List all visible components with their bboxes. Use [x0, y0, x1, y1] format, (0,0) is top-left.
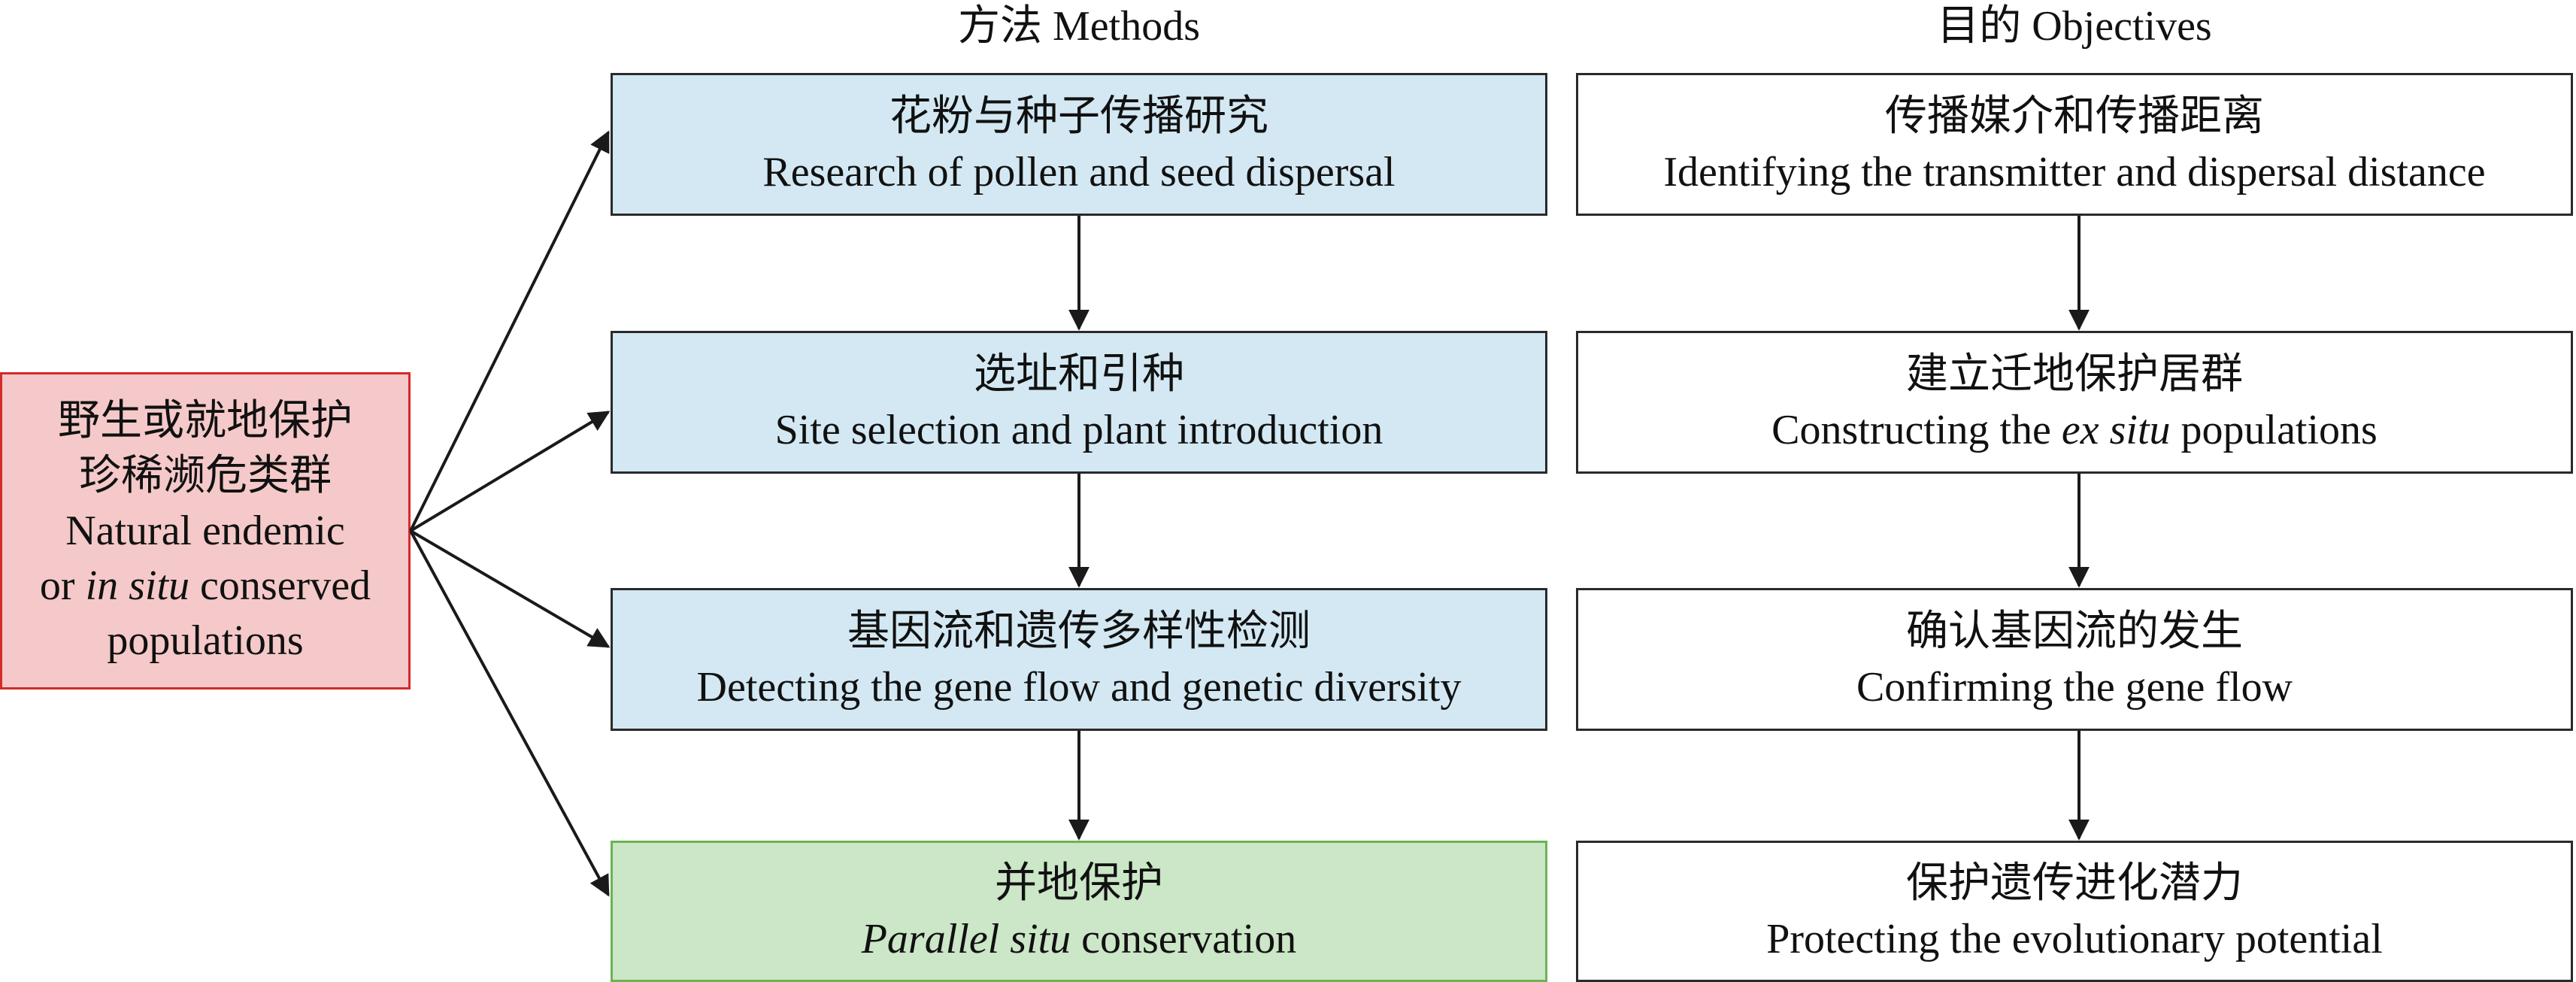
objective-box-ex-situ: 建立迁地保护居群 Constructing the ex situ popula… [1576, 331, 2573, 474]
method-zh: 选址和引种 [974, 351, 1184, 398]
method-box-gene-flow-detection: 基因流和遗传多样性检测 Detecting the gene flow and … [611, 588, 1547, 731]
objective-zh: 确认基因流的发生 [1906, 608, 2243, 655]
arrow-to-dispersal-research [409, 130, 610, 532]
source-zh-line2: 珍稀濒危类群 [79, 452, 332, 499]
method-en: Parallel situ conservation [861, 916, 1297, 962]
method-en: Site selection and plant introduction [774, 407, 1383, 453]
objective-box-evolutionary-potential: 保护遗传进化潜力 Protecting the evolutionary pot… [1576, 841, 2573, 982]
objectives-header: 目的 Objectives [1937, 3, 2212, 50]
arrow-to-parallel-situ [409, 530, 610, 897]
method-en: Research of pollen and seed dispersal [762, 149, 1396, 195]
method-box-parallel-situ: 并地保护 Parallel situ conservation [611, 841, 1547, 982]
objective-en: Protecting the evolutionary potential [1766, 916, 2383, 962]
methods-header: 方法 Methods [958, 3, 1200, 50]
arrow-to-site-selection [409, 411, 611, 532]
method-box-site-selection: 选址和引种 Site selection and plant introduct… [611, 331, 1547, 474]
objective-box-gene-flow: 确认基因流的发生 Confirming the gene flow [1576, 588, 2573, 731]
arrow-to-gene-flow-detection [409, 529, 611, 648]
source-en-line3: populations [107, 617, 304, 664]
objective-en: Confirming the gene flow [1856, 664, 2293, 711]
objective-en: Identifying the transmitter and dispersa… [1663, 149, 2486, 195]
source-en-line1: Natural endemic [65, 507, 345, 554]
objective-en: Constructing the ex situ populations [1771, 407, 2377, 453]
method-zh: 花粉与种子传播研究 [889, 93, 1268, 140]
method-zh: 基因流和遗传多样性检测 [847, 608, 1311, 655]
method-box-dispersal-research: 花粉与种子传播研究 Research of pollen and seed di… [611, 73, 1547, 216]
objective-zh: 保护遗传进化潜力 [1906, 860, 2243, 907]
objective-zh: 传播媒介和传播距离 [1885, 93, 2264, 140]
method-zh: 并地保护 [995, 860, 1163, 907]
objective-zh: 建立迁地保护居群 [1906, 351, 2243, 398]
source-zh-line1: 野生或就地保护 [58, 397, 353, 444]
objective-box-transmitter: 传播媒介和传播距离 Identifying the transmitter an… [1576, 73, 2573, 216]
source-en-line2: or in situ conserved [39, 562, 371, 609]
method-en: Detecting the gene flow and genetic dive… [696, 664, 1462, 711]
source-populations-box: 野生或就地保护 珍稀濒危类群 Natural endemic or in sit… [0, 372, 411, 690]
